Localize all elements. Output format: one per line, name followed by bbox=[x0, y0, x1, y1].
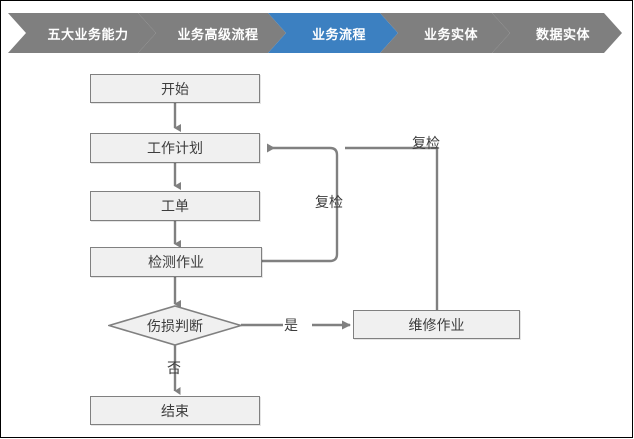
diamond-shape-icon bbox=[108, 305, 242, 346]
breadcrumb-item-3-label: 业务流程 bbox=[311, 26, 366, 42]
breadcrumb-item-3-active[interactable]: 业务流程 bbox=[268, 13, 398, 53]
node-end-label: 结束 bbox=[161, 402, 189, 419]
node-inspection-task-label: 检测作业 bbox=[148, 254, 204, 270]
breadcrumb-item-4-label: 业务实体 bbox=[423, 26, 478, 42]
node-work-order[interactable]: 工单 bbox=[90, 191, 260, 221]
edge-label-no: 否 bbox=[167, 360, 181, 376]
node-work-plan[interactable]: 工作计划 bbox=[90, 133, 260, 163]
node-work-plan-label: 工作计划 bbox=[147, 140, 203, 156]
node-damage-decision-label: 伤损判断 bbox=[147, 317, 203, 334]
node-repair-task[interactable]: 维修作业 bbox=[353, 310, 520, 339]
edge-label-recheck-outer: 复检 bbox=[412, 135, 440, 151]
breadcrumb-item-5-label: 数据实体 bbox=[535, 26, 590, 42]
node-start[interactable]: 开始 bbox=[90, 74, 260, 103]
breadcrumb: 五大业务能力 业务高级流程 业务流程 业务实体 数据实体 bbox=[0, 13, 634, 53]
edge-label-yes: 是 bbox=[284, 317, 298, 333]
breadcrumb-item-2-label: 业务高级流程 bbox=[177, 26, 259, 42]
node-end[interactable]: 结束 bbox=[90, 396, 260, 425]
node-start-label: 开始 bbox=[161, 80, 189, 97]
breadcrumb-item-1[interactable]: 五大业务能力 bbox=[8, 13, 156, 53]
breadcrumb-item-2[interactable]: 业务高级流程 bbox=[138, 13, 286, 53]
node-damage-decision[interactable]: 伤损判断 bbox=[108, 305, 242, 346]
edge-label-recheck-inner: 复检 bbox=[315, 194, 343, 210]
breadcrumb-item-1-label: 五大业务能力 bbox=[47, 26, 129, 42]
node-inspection-task[interactable]: 检测作业 bbox=[90, 247, 262, 277]
node-repair-task-label: 维修作业 bbox=[408, 316, 465, 333]
breadcrumb-item-4[interactable]: 业务实体 bbox=[380, 13, 510, 53]
connector-recheck-outer-loop bbox=[345, 146, 439, 310]
breadcrumb-item-5[interactable]: 数据实体 bbox=[492, 13, 622, 53]
node-work-order-label: 工单 bbox=[161, 198, 189, 214]
